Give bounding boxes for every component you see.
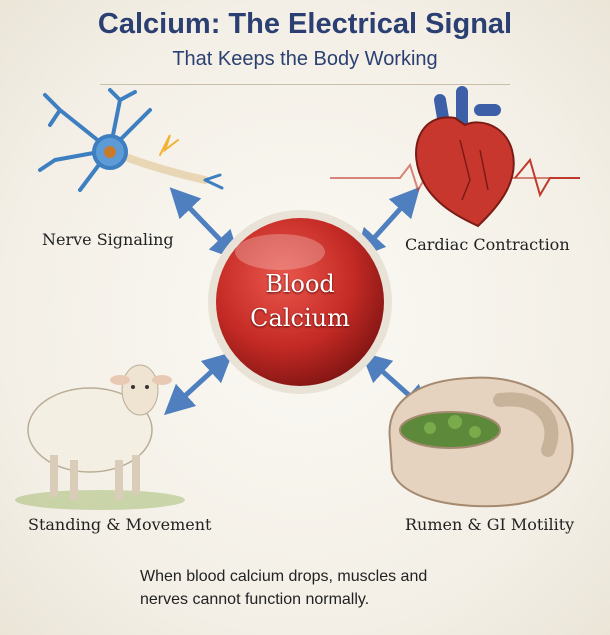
footer-line2: nerves cannot function normally. [140, 591, 370, 608]
center-label-line2: Calcium [250, 304, 350, 332]
arrow-nerve [169, 187, 241, 261]
footer-note: When blood calcium drops, muscles and ne… [140, 565, 427, 611]
rumen-icon [388, 376, 574, 508]
page-title: Calcium: The Electrical Signal [97, 8, 513, 40]
sheep-icon [15, 364, 185, 510]
label-standing-movement: Standing & Movement [28, 515, 212, 534]
neuron-icon [38, 88, 224, 192]
label-cardiac-contraction: Cardiac Contraction [405, 235, 570, 254]
label-rumen-gi-motility: Rumen & GI Motility [405, 515, 575, 534]
arrow-sheep [163, 351, 234, 416]
heart-icon [330, 86, 580, 228]
footer-line1: When blood calcium drops, muscles and [140, 568, 428, 585]
label-nerve-signaling: Nerve Signaling [42, 230, 174, 249]
center-label-line1: Blood [265, 270, 335, 298]
blood-calcium-circle [216, 218, 384, 386]
page-subtitle: That Keeps the Body Working [172, 48, 438, 70]
arrow-heart [354, 186, 421, 260]
divider [100, 84, 510, 85]
